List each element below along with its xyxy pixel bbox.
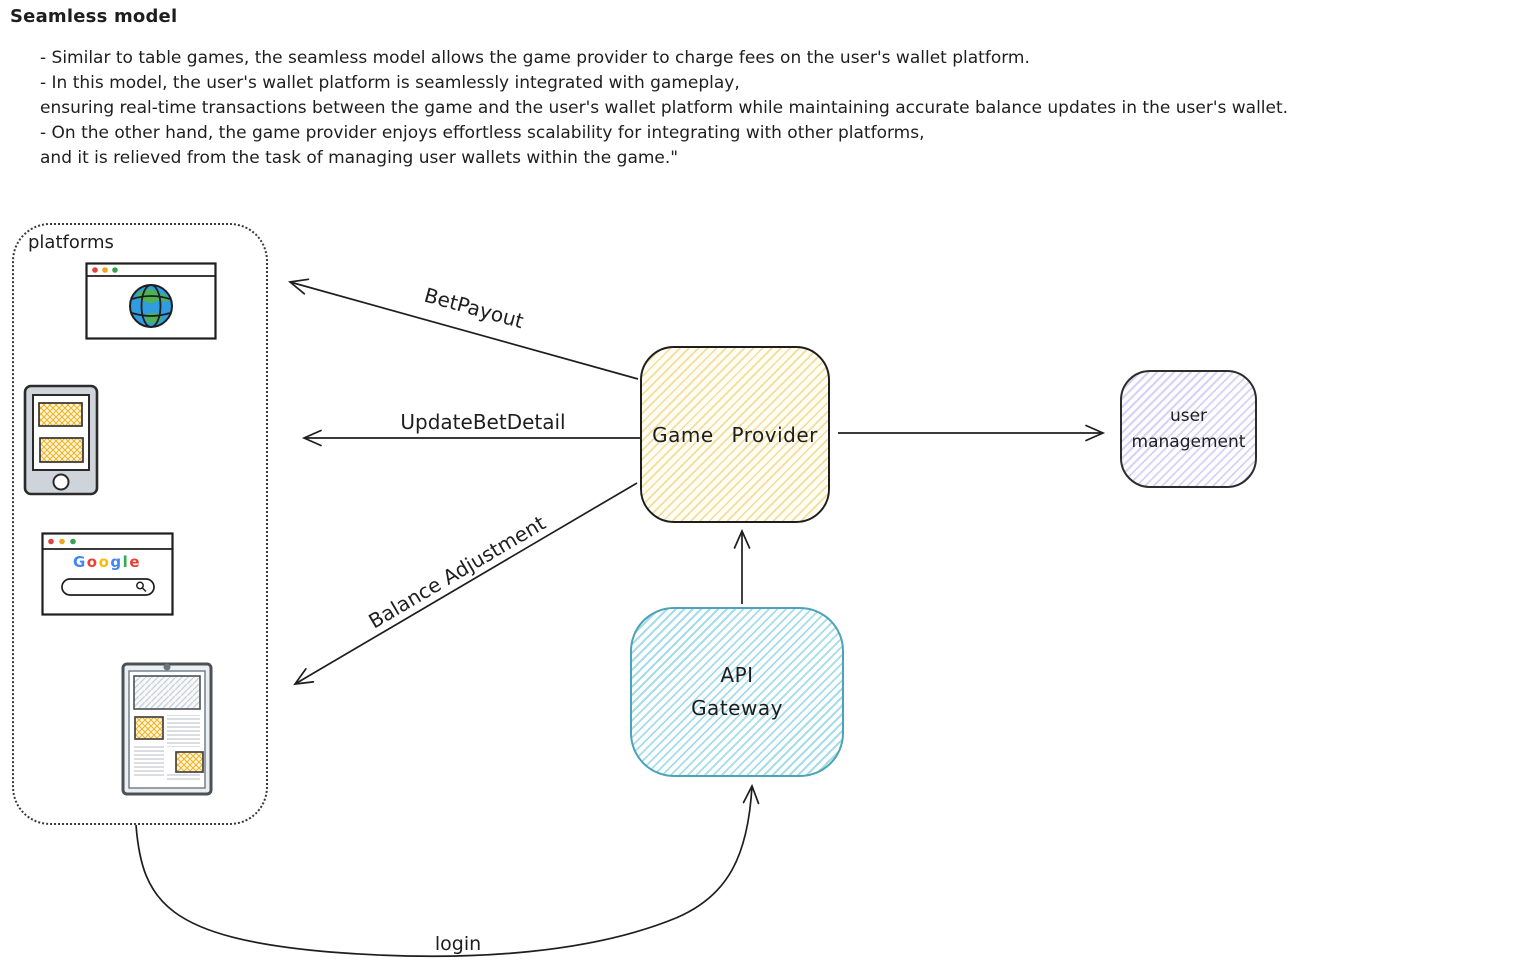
article-text-block xyxy=(167,773,200,780)
description-line: and it is relieved from the task of mana… xyxy=(40,148,679,168)
page-title: Seamless model xyxy=(10,6,178,27)
google-logo: Google xyxy=(72,553,142,571)
news-article-icon xyxy=(121,662,213,796)
description-line: - Similar to table games, the seamless m… xyxy=(40,48,1030,68)
google-search-window-icon xyxy=(41,532,174,616)
node-game-provider: Game Provider xyxy=(640,346,830,523)
traffic-dot-green xyxy=(112,267,118,273)
platforms-group: platforms xyxy=(12,223,268,825)
search-bar xyxy=(61,578,155,596)
platforms-label: platforms xyxy=(28,232,114,253)
article-photo xyxy=(175,751,204,773)
description-line: - On the other hand, the game provider e… xyxy=(40,123,925,143)
edge-label-bet-payout: BetPayout xyxy=(421,282,527,334)
screen-card xyxy=(39,437,84,463)
clip-icon xyxy=(163,663,171,671)
node-api-gateway-label-line2: Gateway xyxy=(691,696,783,720)
mobile-device-icon xyxy=(23,384,99,496)
edge-label-login: login xyxy=(434,933,482,955)
description-line: - In this model, the user's wallet platf… xyxy=(40,73,740,93)
article-header-image xyxy=(133,675,201,710)
globe-icon xyxy=(129,284,173,328)
article-text-block xyxy=(167,715,200,747)
search-icon xyxy=(136,581,147,593)
article-photo xyxy=(134,716,164,740)
browser-globe-icon xyxy=(85,262,217,340)
traffic-dot-red xyxy=(48,538,54,545)
home-button-icon xyxy=(52,473,70,491)
traffic-dot-yellow xyxy=(59,538,65,545)
node-api-gateway: API Gateway xyxy=(630,607,844,777)
node-user-management-label-line2: management xyxy=(1131,432,1246,452)
article-text-block xyxy=(134,744,164,778)
description-line: ensuring real-time transactions between … xyxy=(40,98,1289,118)
node-game-provider-label: Game Provider xyxy=(652,422,818,447)
node-user-management: user management xyxy=(1120,370,1257,488)
screen-card xyxy=(38,402,83,427)
edge-label-update-bet-detail: UpdateBetDetail xyxy=(400,410,566,434)
node-user-management-label-line1: user xyxy=(1169,405,1208,426)
node-api-gateway-label-line1: API xyxy=(720,663,754,687)
description-text: - Similar to table games, the seamless m… xyxy=(40,46,1288,171)
edge-label-balance-adjustment: Balance Adjustment xyxy=(364,510,550,634)
traffic-dot-yellow xyxy=(102,267,108,273)
arrow-balance-adjustment xyxy=(293,482,638,686)
traffic-dot-green xyxy=(70,538,76,545)
traffic-dot-red xyxy=(92,267,98,273)
